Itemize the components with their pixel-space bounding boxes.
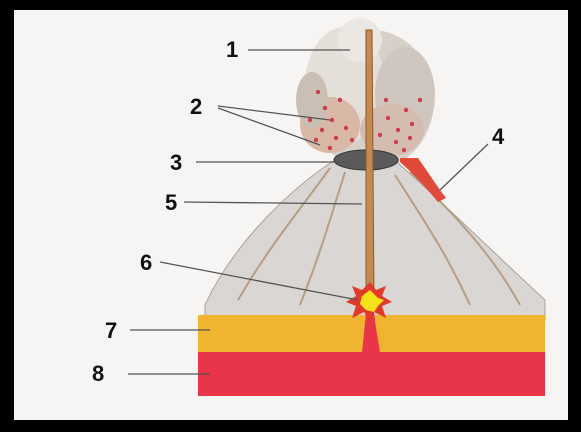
central-conduit <box>366 30 374 300</box>
ash-particle <box>396 128 400 132</box>
label-3: 3 <box>170 150 182 175</box>
ash-particle <box>418 98 422 102</box>
ash-particle <box>308 118 312 122</box>
ash-particle <box>344 126 348 130</box>
ash-particle <box>334 136 338 140</box>
label-1: 1 <box>226 37 238 62</box>
label-6: 6 <box>140 250 152 275</box>
ash-particle <box>330 118 334 122</box>
ash-particle <box>402 148 406 152</box>
ash-particle <box>408 136 412 140</box>
mantle-layer <box>198 352 545 396</box>
label-5: 5 <box>165 190 177 215</box>
ash-particle <box>386 116 390 120</box>
ash-particle <box>338 98 342 102</box>
label-8: 8 <box>92 361 104 386</box>
label-2: 2 <box>190 94 202 119</box>
ash-particle <box>314 138 318 142</box>
ash-particle <box>410 122 414 126</box>
ash-particle <box>394 140 398 144</box>
label-7: 7 <box>105 318 117 343</box>
ash-particle <box>320 128 324 132</box>
label-4: 4 <box>492 124 505 149</box>
ash-particle <box>378 133 382 137</box>
ash-particle <box>404 108 408 112</box>
ash-particle <box>384 98 388 102</box>
ash-particle <box>316 90 320 94</box>
magma-chamber <box>346 282 392 322</box>
ash-particle <box>323 106 327 110</box>
ash-particle <box>328 146 332 150</box>
ash-particle <box>350 138 354 142</box>
